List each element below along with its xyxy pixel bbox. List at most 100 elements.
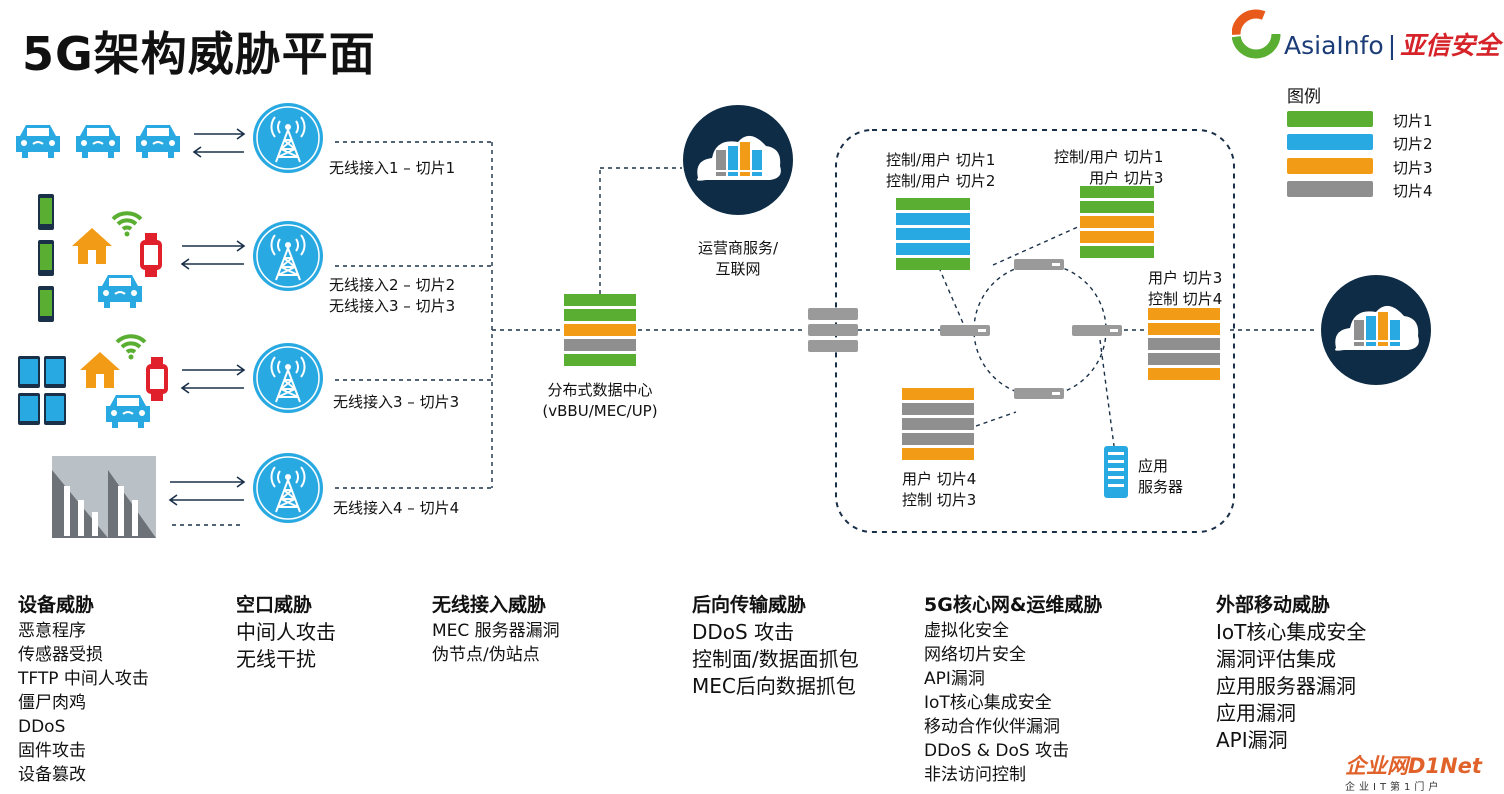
threat-item: API漏洞	[924, 669, 985, 689]
core-switch-icon-left	[940, 325, 990, 336]
phone-icon-1	[38, 194, 54, 230]
threat-item: 固件攻击	[18, 741, 86, 761]
threat-item: DDoS & DoS 攻击	[924, 741, 1070, 761]
core-switch-icon-bottom	[1014, 388, 1064, 399]
threat-item: 应用服务器漏洞	[1216, 674, 1356, 698]
cell-tower-icon-3	[252, 342, 324, 414]
app-server-icon	[1104, 446, 1128, 498]
logo-separator: |	[1387, 31, 1397, 60]
core-label-g2a: 控制/用户 切片1	[1054, 148, 1164, 166]
tablet-icon-3	[18, 393, 40, 425]
car-icon-1	[15, 124, 61, 159]
threat-item: 虚拟化安全	[924, 621, 1009, 641]
wifi-icon-2	[115, 334, 147, 362]
app-server-label: 应用 服务器	[1138, 456, 1183, 498]
threat-item: 非法访问控制	[924, 765, 1026, 785]
core-label-g3b: 控制 切片4	[1148, 290, 1223, 308]
app-server-label-line1: 应用	[1138, 457, 1169, 475]
smartwatch-icon-1	[140, 233, 162, 277]
operator-cloud-icon	[683, 105, 793, 215]
threat-column-device: 设备威胁 恶意程序 传感器受损 TFTP 中间人攻击 僵尸肉鸡 DDoS 固件攻…	[18, 590, 149, 787]
building-icon-1	[52, 456, 108, 538]
core-label-g4b: 控制 切片3	[902, 491, 977, 509]
operator-label-line1: 运营商服务/	[697, 239, 779, 257]
threat-item: 网络切片安全	[924, 645, 1026, 665]
threat-column-backhaul: 后向传输威胁 DDoS 攻击 控制面/数据面抓包 MEC后向数据抓包	[692, 590, 859, 700]
threat-title-core: 5G核心网&运维威胁	[924, 594, 1103, 616]
access-label-5: 无线接入4 – 切片4	[333, 499, 460, 517]
legend-swatch-3	[1287, 158, 1373, 174]
core-label-group1: 控制/用户 切片1 控制/用户 切片2	[886, 150, 995, 192]
house-icon-2	[80, 352, 120, 388]
legend-title: 图例	[1287, 87, 1321, 107]
wifi-icon-1	[111, 211, 143, 239]
threat-item: 设备篡改	[18, 765, 86, 785]
threat-column-radio-access: 无线接入威胁 MEC 服务器漏洞 伪节点/伪站点	[432, 590, 560, 667]
access-label-3: 无线接入3 – 切片3	[329, 297, 456, 315]
car-icon-5	[105, 394, 151, 429]
threat-title-radio-access: 无线接入威胁	[432, 594, 547, 616]
logo-text-cn: 亚信安全	[1400, 31, 1501, 60]
phone-icon-3	[38, 286, 54, 322]
threat-item: DDoS	[18, 717, 66, 737]
threat-title-device: 设备威胁	[18, 594, 95, 616]
threat-item: 僵尸肉鸡	[18, 693, 86, 713]
tablet-icon-1	[18, 356, 40, 388]
core-label-g3a: 用户 切片3	[1148, 269, 1223, 287]
core-server-group-2	[1080, 186, 1154, 258]
threat-title-external: 外部移动威胁	[1216, 594, 1331, 616]
tablet-icon-4	[44, 393, 66, 425]
cell-tower-icon-2	[252, 220, 324, 292]
legend-label-1: 切片1	[1393, 112, 1433, 130]
core-label-g1a: 控制/用户 切片1	[886, 151, 996, 169]
building-icon-2	[108, 456, 156, 538]
core-label-group3: 用户 切片3 控制 切片4	[1148, 268, 1222, 310]
phone-icon-2	[38, 240, 54, 276]
car-icon-4	[97, 274, 143, 309]
threat-column-air-interface: 空口威胁 中间人攻击 无线干扰	[236, 590, 336, 673]
threat-item: DDoS 攻击	[692, 620, 795, 644]
car-icon-2	[75, 124, 121, 159]
threat-item: 漏洞评估集成	[1216, 647, 1336, 671]
threat-title-backhaul: 后向传输威胁	[692, 594, 807, 616]
core-switch-icon-right	[1072, 325, 1122, 336]
legend-label-2: 切片2	[1393, 135, 1433, 153]
threat-item: 控制面/数据面抓包	[692, 647, 859, 671]
cell-tower-icon-4	[252, 452, 324, 524]
operator-label-line2: 互联网	[715, 260, 761, 278]
datacenter-label-line1: 分布式数据中心	[547, 381, 653, 399]
core-switch-icon-top	[1014, 259, 1064, 270]
threat-item: MEC后向数据抓包	[692, 674, 856, 698]
threat-item: 恶意程序	[18, 621, 86, 641]
external-cloud-icon	[1321, 275, 1431, 385]
app-server-label-line2: 服务器	[1138, 478, 1184, 496]
asiainfo-logo	[1232, 9, 1281, 59]
datacenter-label-line2: (vBBU/MEC/UP)	[542, 402, 658, 420]
threat-item: 移动合作伙伴漏洞	[924, 717, 1060, 737]
legend-label-3: 切片3	[1393, 159, 1433, 177]
logo-text-en: AsiaInfo	[1284, 31, 1384, 60]
threat-column-external: 外部移动威胁 IoT核心集成安全 漏洞评估集成 应用服务器漏洞 应用漏洞 API…	[1216, 590, 1366, 754]
core-label-g1b: 控制/用户 切片2	[886, 172, 996, 190]
house-icon-1	[72, 228, 112, 264]
threat-item: IoT核心集成安全	[924, 693, 1052, 713]
access-label-2: 无线接入2 – 切片2	[329, 276, 456, 294]
cell-tower-icon-1	[252, 102, 324, 174]
core-network-boundary	[835, 129, 1235, 533]
watermark-subtext: 企业IT第1门户	[1345, 782, 1443, 793]
legend-swatch-2	[1287, 134, 1373, 150]
logo-text: AsiaInfo|亚信安全	[1284, 26, 1500, 62]
page-title: 5G架构威胁平面	[22, 27, 376, 81]
threat-column-core: 5G核心网&运维威胁 虚拟化安全 网络切片安全 API漏洞 IoT核心集成安全 …	[924, 590, 1102, 787]
distributed-datacenter-server-icon	[564, 294, 636, 366]
threat-item: MEC 服务器漏洞	[432, 621, 560, 641]
threat-item: IoT核心集成安全	[1216, 620, 1367, 644]
legend-label-4: 切片4	[1393, 182, 1433, 200]
watermark-text: 企业网D1Net	[1345, 754, 1482, 778]
core-label-group2: 控制/用户 切片1 用户 切片3	[1054, 147, 1163, 189]
threat-item: API漏洞	[1216, 728, 1288, 752]
threat-item: 中间人攻击	[236, 620, 336, 644]
access-label-1: 无线接入1 – 切片1	[329, 159, 456, 177]
core-server-group-4	[902, 388, 974, 460]
